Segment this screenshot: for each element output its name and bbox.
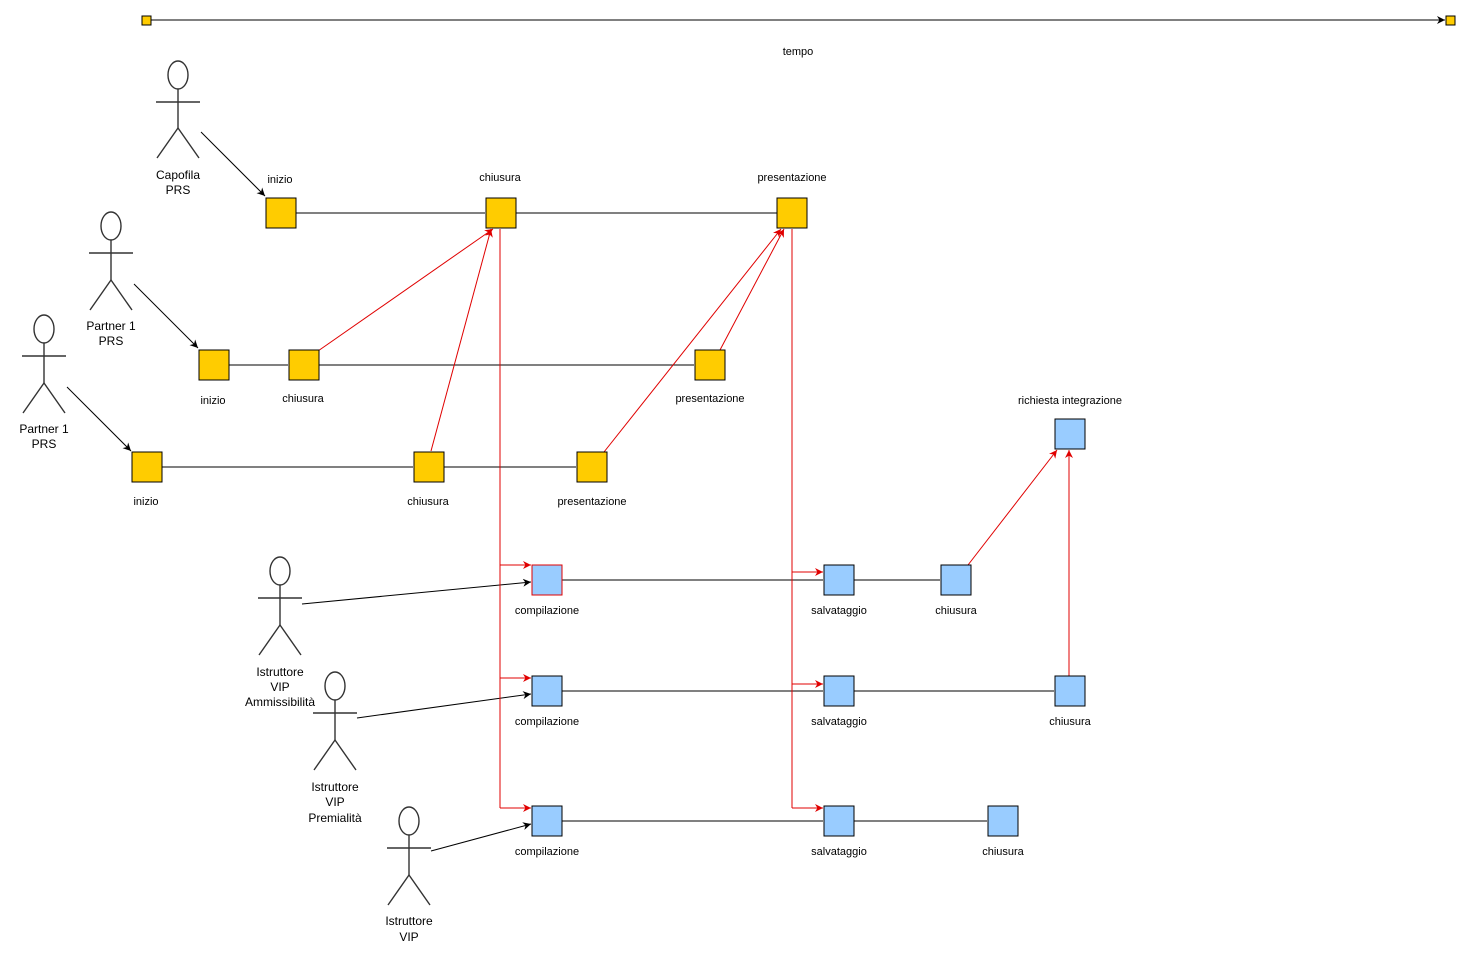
actor-label-line2: VIP [270,680,289,694]
person-icon [156,60,200,159]
timeline-start-marker [141,15,152,26]
node-label: compilazione [515,716,579,728]
actor-capofila: Capofila PRS [156,60,200,197]
timeline-label: tempo [783,46,814,58]
node-pb-chiusura[interactable] [413,451,445,483]
red-flows [317,228,1073,812]
node-label: chiusura [982,846,1024,858]
node-i1-chiusura[interactable] [940,564,972,596]
node-label: salvataggio [811,605,867,617]
node-label: presentazione [557,496,626,508]
node-cap-chiusura[interactable] [485,197,517,229]
person-icon [89,211,133,311]
node-label: compilazione [515,846,579,858]
actor-label-line3: Ammissibilità [245,695,315,709]
node-label: chiusura [935,605,977,617]
prs-nodes: inizio chiusura presentazione inizio chi… [131,172,827,508]
actor-label-line1: Istruttore [311,780,359,794]
node-cap-inizio[interactable] [265,197,297,229]
node-i1-compilazione[interactable] [531,564,563,596]
node-i3-chiusura[interactable] [987,805,1019,837]
actor-istruttore-ammissibilita: Istruttore VIP Ammissibilità [245,556,315,709]
actor-label-line1: Istruttore [385,914,433,928]
node-label: chiusura [282,393,324,405]
actor-label-line3: Premialità [308,811,362,825]
person-icon [258,556,302,656]
person-icon [22,314,66,414]
node-i2-salvataggio[interactable] [823,675,855,707]
node-label: richiesta integrazione [1018,395,1122,407]
actor-label-line1: Partner 1 [19,422,69,436]
node-richiesta-integrazione[interactable] [1054,418,1086,450]
actor-istruttore-vip: Istruttore VIP [385,806,433,944]
node-i2-compilazione[interactable] [531,675,563,707]
actor-label-line2: VIP [325,795,344,809]
actor-label-line2: PRS [32,437,57,451]
node-i3-salvataggio[interactable] [823,805,855,837]
actor-partner-b: Partner 1 PRS [19,314,69,451]
node-label: presentazione [675,393,744,405]
actor-istruttore-premialita: Istruttore VIP Premialità [308,671,362,825]
node-cap-presentazione[interactable] [776,197,808,229]
node-label: inizio [200,395,225,407]
node-pa-presentazione[interactable] [694,349,726,381]
actor-label-line2: VIP [399,930,418,944]
node-i2-chiusura[interactable] [1054,675,1086,707]
timeline-end-marker [1445,15,1456,26]
actor-label-line2: PRS [99,334,124,348]
node-pb-inizio[interactable] [131,451,163,483]
actor-label-line2: PRS [166,183,191,197]
node-label: salvataggio [811,846,867,858]
black-connectors [66,131,1054,852]
node-label: presentazione [757,172,826,184]
node-label: inizio [133,496,158,508]
timeline: tempo [141,15,1456,58]
node-pa-chiusura[interactable] [288,349,320,381]
vip-nodes: richiesta integrazione compilazione salv… [515,395,1122,858]
node-pa-inizio[interactable] [198,349,230,381]
person-icon [387,806,431,906]
actor-partner-a: Partner 1 PRS [86,211,136,348]
node-i1-salvataggio[interactable] [823,564,855,596]
node-label: chiusura [1049,716,1091,728]
node-label: salvataggio [811,716,867,728]
actor-label-line1: Capofila [156,168,200,182]
node-label: compilazione [515,605,579,617]
node-i3-compilazione[interactable] [531,805,563,837]
actor-label-line1: Partner 1 [86,319,136,333]
node-label: chiusura [407,496,449,508]
node-pb-presentazione[interactable] [576,451,608,483]
node-label: chiusura [479,172,521,184]
node-label: inizio [267,174,292,186]
person-icon [313,671,357,771]
actor-label-line1: Istruttore [256,665,304,679]
